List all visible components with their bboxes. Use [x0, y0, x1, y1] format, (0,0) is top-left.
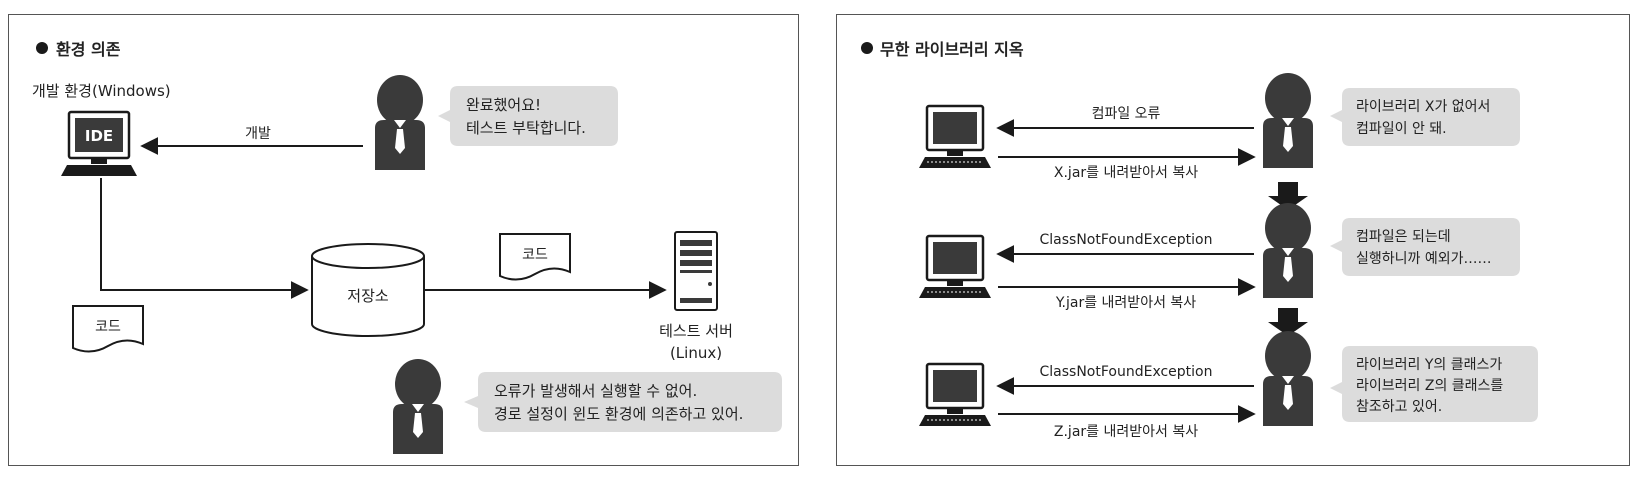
- down-arrow-icon: [1268, 308, 1308, 336]
- copy-arrow-label: X.jar를 내려받아서 복사: [1054, 165, 1198, 181]
- developer-person-icon: [1263, 73, 1313, 168]
- repository-cylinder: [311, 243, 425, 337]
- library-row-2: ClassNotFoundException Y.jar를 내려받아서 복사 컴…: [917, 203, 1520, 311]
- speech-line2: 컴파일이 안 돼.: [1356, 121, 1447, 137]
- speech2-line2: 경로 설정이 윈도 환경에 의존하고 있어.: [494, 405, 743, 423]
- speech1-line1: 완료했어요!: [466, 96, 541, 114]
- error-arrow-label: ClassNotFoundException: [1039, 232, 1212, 248]
- server-label-line2: (Linux): [670, 344, 722, 362]
- right-panel-title: 무한 라이브러리 지옥: [880, 40, 1024, 59]
- library-row-1: 컴파일 오류 X.jar를 내려받아서 복사 라이브러리 X가 없어서 컴파일이…: [917, 73, 1520, 181]
- down-arrow-icon: [1268, 182, 1308, 210]
- ide-label: IDE: [85, 127, 113, 145]
- speech1-line2: 테스트 부탁합니다.: [466, 119, 586, 137]
- library-row-3: ClassNotFoundException Z.jar를 내려받아서 복사 라…: [917, 331, 1538, 440]
- speech-bubble: [1330, 88, 1520, 146]
- server-tower-icon: [674, 231, 718, 311]
- commit-arrow: [100, 178, 309, 299]
- error-arrow-label: 컴파일 오류: [1092, 106, 1161, 122]
- server-label-line1: 테스트 서버: [659, 322, 733, 340]
- developer-person-icon: [1263, 203, 1313, 298]
- speech-line1: 컴파일은 되는데: [1356, 229, 1451, 245]
- speech2-line1: 오류가 발생해서 실행할 수 없어.: [494, 382, 697, 400]
- title-bullet-icon: [861, 42, 873, 54]
- speech-bubble-1: 완료했어요! 테스트 부탁합니다.: [438, 86, 618, 146]
- computer-icon: [917, 362, 993, 428]
- speech-line1: 라이브러리 X가 없어서: [1356, 99, 1490, 115]
- developer-person-icon: [1263, 331, 1313, 426]
- copy-arrow-label: Y.jar를 내려받아서 복사: [1055, 295, 1196, 311]
- code-label-top: 코드: [522, 247, 548, 263]
- speech-bubble: [1330, 218, 1520, 276]
- copy-arrow-label: Z.jar를 내려받아서 복사: [1054, 424, 1198, 440]
- speech-line3: 참조하고 있어.: [1356, 399, 1442, 415]
- computer-icon: [917, 234, 993, 300]
- repository-label: 저장소: [347, 287, 389, 305]
- develop-arrow-label: 개발: [245, 126, 271, 142]
- developer-person-icon: [375, 75, 425, 170]
- speech-bubble: [1330, 346, 1538, 422]
- left-panel-title: 환경 의존: [56, 40, 121, 59]
- computer-icon: [917, 104, 993, 170]
- speech-line2: 라이브러리 Z의 클래스를: [1356, 378, 1503, 394]
- dev-env-label: 개발 환경(Windows): [32, 82, 171, 100]
- speech-line2: 실행하니까 예외가……: [1356, 251, 1492, 267]
- code-label-bottom: 코드: [95, 319, 121, 335]
- title-bullet-icon: [36, 42, 48, 54]
- speech-bubble-2: 오류가 발생해서 실행할 수 없어. 경로 설정이 윈도 환경에 의존하고 있어…: [464, 372, 782, 432]
- speech-line1: 라이브러리 Y의 클래스가: [1356, 357, 1502, 373]
- tester-person-icon: [393, 359, 443, 454]
- error-arrow-label: ClassNotFoundException: [1039, 364, 1212, 380]
- ide-computer-icon: [61, 110, 137, 176]
